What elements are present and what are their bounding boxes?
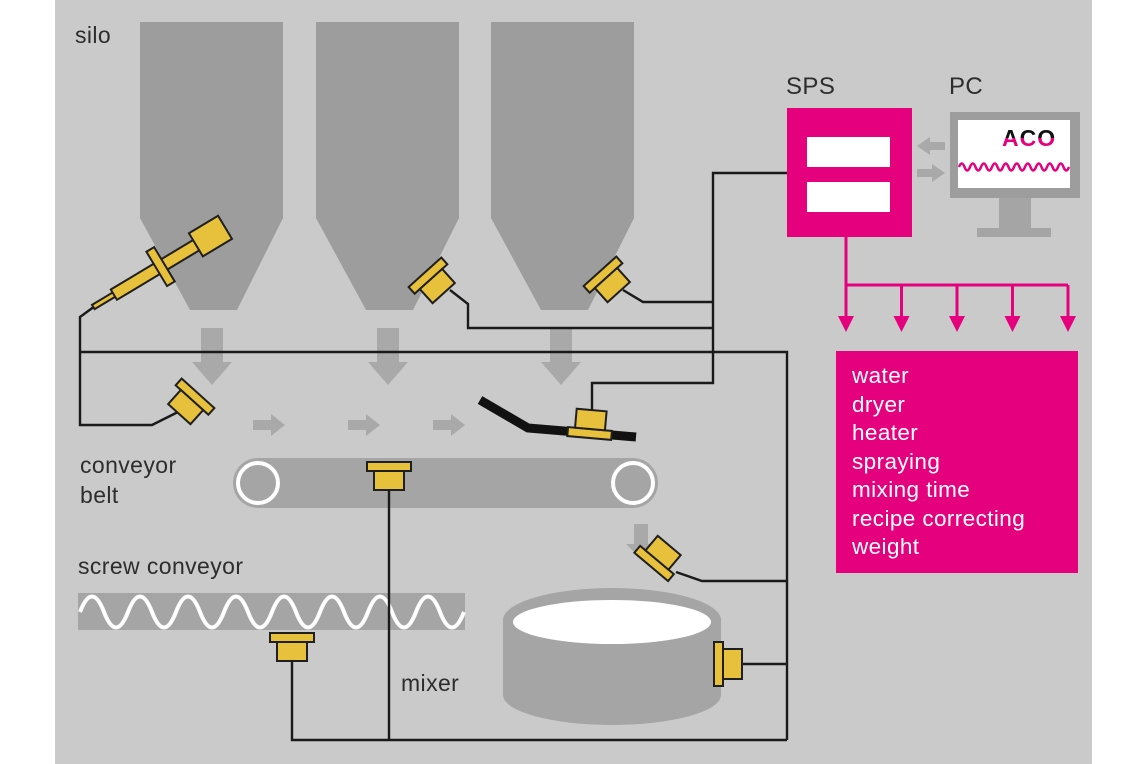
belt-center-sensor-icon <box>366 461 412 491</box>
conveyor-belt <box>233 458 658 508</box>
mixer-opening <box>513 600 711 644</box>
right-arrow-icon <box>433 414 465 436</box>
silo-discharge-arrows <box>192 328 581 385</box>
down-arrow-icon <box>368 328 408 385</box>
down-arrow-icon <box>893 316 910 332</box>
label-pc: PC <box>949 73 984 100</box>
wire-silo3-sensor <box>622 288 713 304</box>
silo-3 <box>491 22 634 310</box>
left-arrow-icon <box>917 137 945 155</box>
pc-monitor <box>950 112 1080 237</box>
function-item: mixing time <box>852 477 971 502</box>
function-item: weight <box>852 534 920 559</box>
mixer-side-sensor-icon <box>713 641 743 687</box>
label-conveyor-belt: conveyor belt <box>80 452 177 508</box>
wire-lance-feedsensor <box>78 305 179 427</box>
right-arrow-icon <box>917 164 945 182</box>
function-item: recipe correcting <box>852 505 1026 531</box>
down-arrow-icon <box>541 328 581 385</box>
down-arrow-icon <box>949 316 965 332</box>
monitor-stand <box>999 198 1031 228</box>
label-mixer: mixer <box>401 670 460 696</box>
aco-logo-top: ACO <box>1002 125 1057 151</box>
wire-main-bus <box>80 350 789 740</box>
belt-roller-right <box>611 461 655 505</box>
down-arrow-icon <box>1060 316 1076 332</box>
wire-trunk-to-sps <box>590 171 787 410</box>
sps-slot-1 <box>807 137 890 167</box>
wire-silo2-sensor <box>449 289 713 330</box>
aco-logo: ACO ACO <box>1002 125 1062 151</box>
right-arrow-icon <box>253 414 285 436</box>
function-box: water dryer heater spraying mixing time … <box>836 351 1078 573</box>
control-output-arrowheads <box>838 316 1076 332</box>
belt-direction-arrows <box>253 414 465 436</box>
function-item: spraying <box>852 448 941 474</box>
function-item: dryer <box>852 391 906 417</box>
sps-box <box>787 108 912 237</box>
label-screw-conveyor: screw conveyor <box>78 553 244 579</box>
monitor-screen <box>958 120 1070 188</box>
sensor-wiring <box>78 171 789 742</box>
sps-slot-2 <box>807 182 890 212</box>
wire-screw-sensor <box>290 660 787 742</box>
function-item: heater <box>852 420 919 445</box>
monitor-base <box>977 228 1051 237</box>
control-output-lines <box>844 237 1070 318</box>
wire-mixertop-sensor <box>675 570 787 583</box>
screw-spiral <box>78 594 466 630</box>
aco-logo-bottom: ACO <box>1002 125 1057 151</box>
silo1-lance-probe-icon <box>90 214 234 311</box>
function-item: water <box>852 363 910 388</box>
label-silo: silo <box>75 22 112 48</box>
silo-2 <box>316 22 459 310</box>
belt-roller-left <box>236 461 280 505</box>
silo-1 <box>140 22 283 310</box>
screen-wave-trace <box>957 162 1071 172</box>
right-arrow-icon <box>348 414 380 436</box>
down-arrow-icon <box>1004 316 1021 332</box>
sps-controller <box>787 108 912 237</box>
label-sps: SPS <box>786 73 836 100</box>
screw-conveyor-sensor-icon <box>269 632 315 662</box>
down-arrow-icon <box>192 328 232 385</box>
down-arrow-icon <box>838 316 854 332</box>
